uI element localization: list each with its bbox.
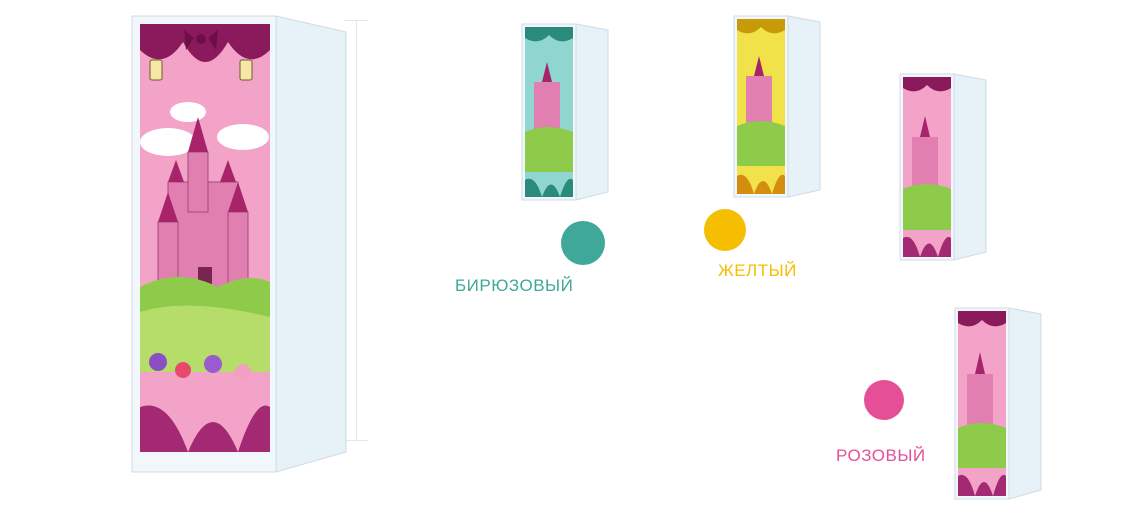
cabinet-pink-illustration	[899, 73, 987, 261]
dimension-line-vertical	[356, 20, 357, 440]
cabinet-turquoise-illustration	[521, 23, 609, 201]
dimension-line-bottom	[344, 440, 368, 441]
swatch-turquoise[interactable]	[561, 221, 605, 265]
cabinet-variant-turquoise[interactable]	[520, 22, 610, 202]
dimension-line-top	[344, 20, 368, 21]
cabinet-variant-yellow[interactable]	[732, 14, 822, 199]
cabinet-pink-2-illustration	[954, 307, 1042, 500]
swatch-pink[interactable]	[864, 380, 904, 420]
wardrobe-main-illustration	[131, 15, 347, 473]
cabinet-yellow-illustration	[733, 15, 821, 198]
label-pink: РОЗОВЫЙ	[836, 446, 926, 465]
label-turquoise: БИРЮЗОВЫЙ	[455, 276, 574, 295]
wardrobe-main	[128, 12, 348, 477]
cabinet-variant-pink[interactable]	[898, 72, 988, 262]
swatch-yellow[interactable]	[704, 209, 746, 251]
label-yellow: ЖЕЛТЫЙ	[718, 261, 797, 280]
cabinet-variant-pink-2[interactable]	[953, 306, 1043, 501]
